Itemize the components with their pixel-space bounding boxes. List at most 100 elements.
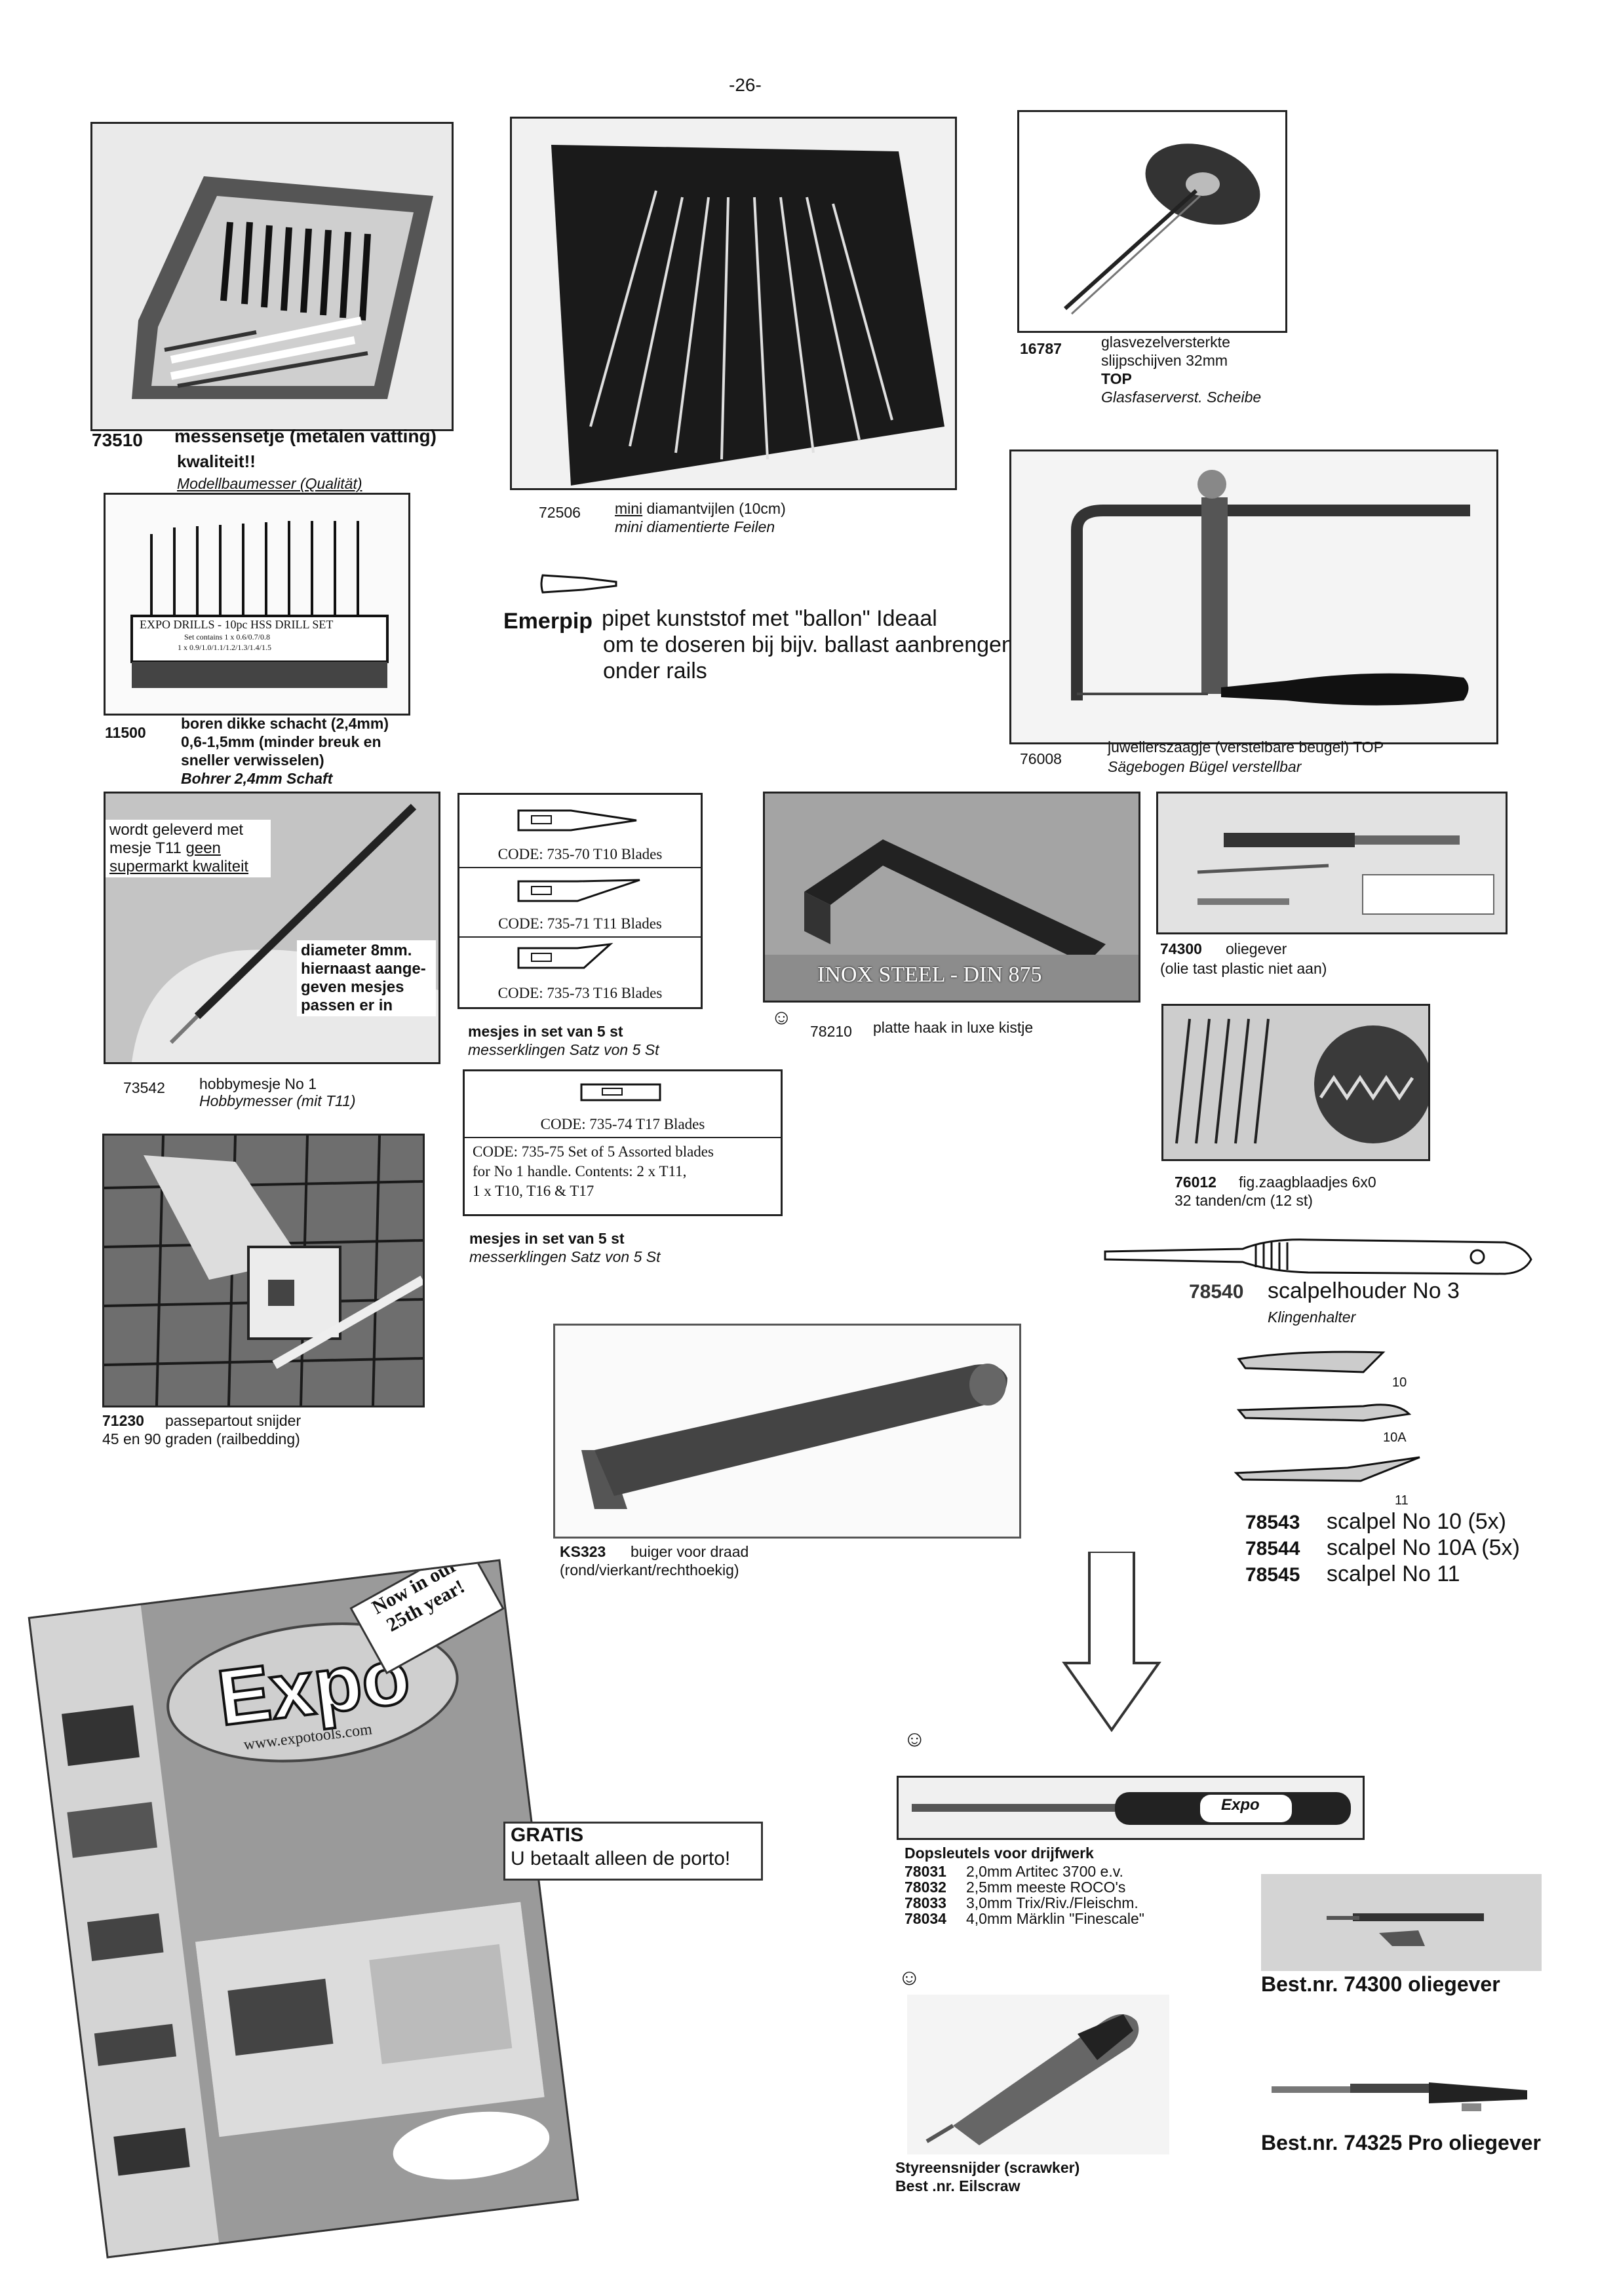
scalpel-blade-10a-icon	[1236, 1404, 1412, 1422]
product-line1-ks323: buiger voor draad	[631, 1543, 749, 1560]
product-code-74300: 74300	[1160, 940, 1202, 957]
jewelers-saw-photo	[1009, 450, 1498, 744]
overlay1-line2: mesje T11 geen	[109, 839, 267, 858]
overlay1-line2b: geen	[185, 839, 221, 857]
product-line1-16787: glasvezelversterkte	[1101, 334, 1230, 351]
product-code-78540: 78540	[1189, 1281, 1244, 1303]
blade-11-label: 11	[1395, 1493, 1409, 1508]
dop-code-2: 78033	[905, 1894, 946, 1911]
oiler-74325-icon	[1272, 2082, 1527, 2111]
overlay2-line2: hiernaast aange-	[301, 960, 426, 978]
overlay1-line2a: mesje T11	[109, 839, 186, 857]
blade-cell-t10: CODE: 735-70 T10 Blades	[459, 795, 701, 868]
title-rest: diamantvijlen (10cm)	[642, 500, 786, 517]
drill-label-line1: EXPO DRILLS - 10pc HSS DRILL SET	[140, 618, 334, 631]
oiler-74300-label: Best.nr. 74300 oliegever	[1261, 1972, 1500, 1996]
emerpip-line1: pipet kunststof met "ballon" Ideaal	[602, 606, 937, 631]
product-de-73510: Modellbaumesser (Qualität)	[177, 475, 362, 492]
blade-t11-icon	[517, 879, 640, 902]
pipette-icon	[540, 574, 617, 594]
product-de-11500: Bohrer 2,4mm Schaft	[181, 770, 333, 787]
knife-set-photo	[90, 122, 454, 431]
inox-photo-text: INOX STEEL - DIN 875	[817, 963, 1042, 987]
product-line2-74300: (olie tast plastic niet aan)	[1160, 960, 1327, 977]
product-line1-76008: juwelierszaagje (verstelbare beugel) TOP	[1108, 738, 1384, 756]
product-line1-74300: oliegever	[1226, 940, 1287, 957]
product-code-78210: 78210	[810, 1023, 852, 1040]
dop-label-1: 2,5mm meeste ROCO's	[966, 1879, 1126, 1896]
gratis-box: GRATIS U betaalt alleen de porto!	[503, 1822, 763, 1881]
blade-t17-icon	[580, 1083, 661, 1101]
catalog-sidebar-art	[62, 1705, 190, 2176]
smiley-icon-78210: ☺	[771, 1005, 792, 1029]
blade-set2-de: messerklingen Satz von 5 St	[469, 1248, 661, 1265]
nut-driver-photo: Expo	[897, 1776, 1365, 1840]
product-code-72506: 72506	[539, 504, 581, 521]
product-title-72506: mini diamantvijlen (10cm)	[615, 499, 786, 518]
cutting-disc-photo	[1017, 110, 1287, 333]
nut-driver-brand: Expo	[1221, 1796, 1260, 1814]
product-line2-73510: kwaliteit!!	[177, 451, 256, 471]
dop-code-1: 78032	[905, 1879, 946, 1896]
product-line3-11500: sneller verwisselen)	[181, 752, 324, 769]
inox-square-photo: INOX STEEL - DIN 875	[763, 792, 1140, 1003]
blade-cell-t16: CODE: 735-73 T16 Blades	[459, 938, 701, 1006]
drill-set-photo: EXPO DRILLS - 10pc HSS DRILL SET Set con…	[104, 493, 410, 716]
blade-t16-icon	[517, 942, 613, 969]
product-line1-76012: fig.zaagblaadjes 6x0	[1239, 1174, 1376, 1191]
product-code-71230: 71230	[102, 1412, 144, 1429]
product-line1-73542: hobbymesje No 1	[199, 1075, 317, 1092]
emerpip-code: Emerpip	[503, 609, 593, 634]
scalpel-blade-11-icon	[1234, 1456, 1420, 1482]
product-code-11500: 11500	[105, 724, 146, 741]
smiley-icon-styreen: ☺	[898, 1965, 921, 1990]
blade-table-2: CODE: 735-74 T17 Blades CODE: 735-75 Set…	[463, 1069, 783, 1216]
scalpel-code-0: 78543	[1245, 1512, 1300, 1533]
blade-cell-t17: CODE: 735-74 T17 Blades	[465, 1071, 781, 1138]
blade-10a-label: 10A	[1383, 1430, 1407, 1445]
scalpel-code-1: 78544	[1245, 1538, 1300, 1559]
catalog-cover: Expo www.expotools.com Now in our 25th y…	[28, 1559, 579, 2259]
diamond-files-photo	[510, 117, 957, 490]
gratis-label: GRATIS	[511, 1824, 584, 1846]
blade-cell-assorted: CODE: 735-75 Set of 5 Assorted blades fo…	[465, 1138, 781, 1205]
blade-code-t11: CODE: 735-71 T11 Blades	[498, 915, 662, 932]
hobby-knife-photo: wordt geleverd met mesje T11 geen superm…	[104, 792, 440, 1064]
product-code-73510: 73510	[92, 430, 143, 450]
blade-code-t17: CODE: 735-74 T17 Blades	[540, 1116, 705, 1132]
product-code-ks323: KS323	[560, 1543, 606, 1560]
oiler-74300-photo	[1261, 1874, 1542, 1971]
product-line2-76012: 32 tanden/cm (12 st)	[1175, 1192, 1313, 1209]
overlay1-line3: supermarkt kwaliteit	[109, 858, 249, 875]
overlay2-line4: passen er in	[301, 997, 393, 1014]
scalpel-code-2: 78545	[1245, 1564, 1300, 1586]
emerpip-line3: onder rails	[603, 659, 707, 683]
product-line3-16787: TOP	[1101, 370, 1132, 387]
blade-code-t10: CODE: 735-70 T10 Blades	[497, 846, 663, 862]
product-line1-71230: passepartout snijder	[165, 1412, 302, 1429]
product-line1-11500: boren dikke schacht (2,4mm)	[181, 715, 389, 732]
oiler-photo	[1156, 792, 1508, 934]
product-title-73510: messensetje (metalen vatting)	[174, 426, 437, 446]
mat-cutter-photo	[102, 1134, 425, 1407]
oiler-74325-label: Best.nr. 74325 Pro oliegever	[1261, 2131, 1541, 2154]
drill-label-line2: Set contains 1 x 0.6/0.7/0.8	[184, 632, 270, 641]
catalog-tools-art	[195, 1902, 550, 2180]
styreen-line2: Best .nr. Eilscraw	[895, 2177, 1021, 2194]
scalpel-label-1: scalpel No 10A (5x)	[1327, 1535, 1520, 1560]
blade-set2-line1: mesjes in set van 5 st	[469, 1230, 625, 1247]
blade-set-de: messerklingen Satz von 5 St	[468, 1041, 659, 1058]
product-de-78540: Klingenhalter	[1268, 1309, 1356, 1326]
product-code-76012: 76012	[1175, 1174, 1216, 1191]
dop-title: Dopsleutels voor drijfwerk	[905, 1845, 1094, 1862]
assorted-line2: for No 1 handle. Contents: 2 x T11,	[473, 1163, 687, 1179]
scalpel-label-0: scalpel No 10 (5x)	[1327, 1509, 1507, 1534]
overlay2-line1: diameter 8mm.	[301, 942, 412, 959]
assorted-line1: CODE: 735-75 Set of 5 Assorted blades	[473, 1143, 714, 1160]
scalpel-label-2: scalpel No 11	[1327, 1561, 1460, 1586]
product-de-73542: Hobbymesser (mit T11)	[199, 1092, 356, 1109]
dop-label-3: 4,0mm Märklin "Finescale"	[966, 1910, 1144, 1927]
blade-t10-icon	[517, 809, 637, 832]
scalpel-blade-10-icon	[1237, 1350, 1386, 1373]
overlay1-line1: wordt geleverd met	[109, 821, 244, 839]
